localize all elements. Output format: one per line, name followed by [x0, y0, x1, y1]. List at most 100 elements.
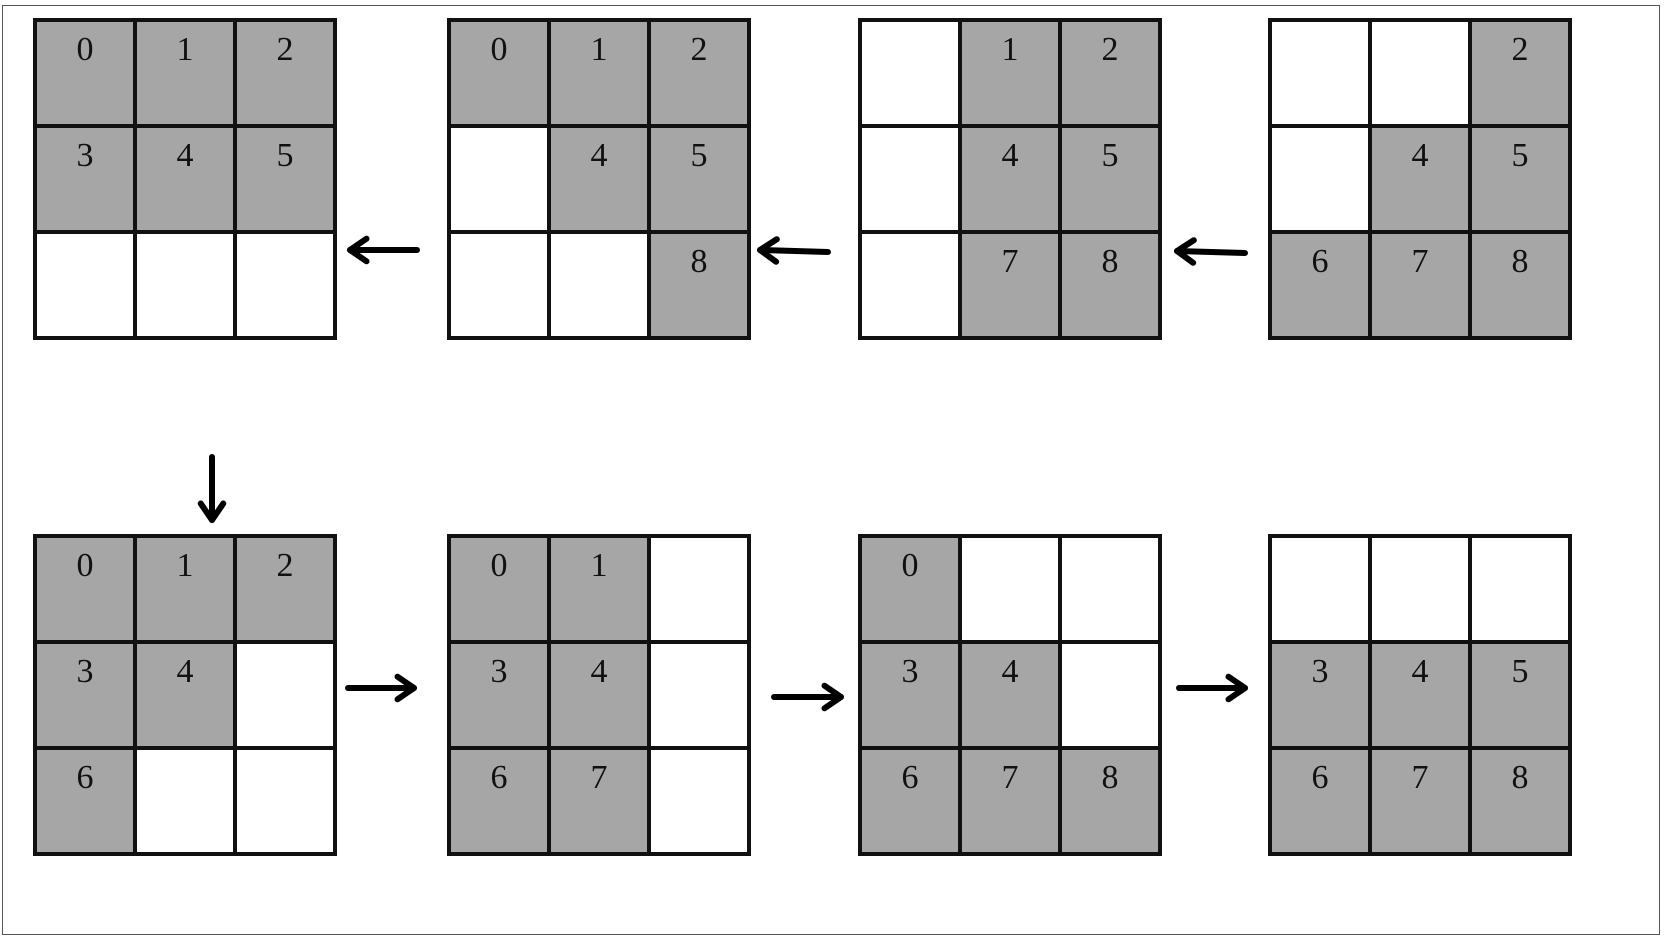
empty-cell [447, 124, 551, 234]
empty-cell [1368, 534, 1472, 644]
cell-number: 5 [277, 137, 294, 174]
filled-cell [1468, 230, 1572, 340]
empty-cell [958, 534, 1062, 644]
filled-cell [1468, 640, 1572, 750]
cell-number: 3 [902, 653, 919, 690]
filled-cell [858, 746, 962, 856]
empty-cell [133, 746, 237, 856]
filled-cell [1058, 18, 1162, 128]
cell-number: 3 [77, 137, 94, 174]
cell-number: 5 [1512, 653, 1529, 690]
empty-cell [1058, 640, 1162, 750]
cell-number: 2 [277, 31, 294, 68]
grid-4: 0 1 2 3 4 6 [33, 534, 337, 856]
filled-cell [447, 746, 551, 856]
filled-cell [233, 18, 337, 128]
filled-cell [1058, 124, 1162, 234]
filled-cell [1368, 124, 1472, 234]
cell-number: 0 [77, 31, 94, 68]
cell-number: 6 [1312, 243, 1329, 280]
cell-number: 4 [591, 653, 608, 690]
arrow-left-icon [1174, 237, 1248, 266]
cell-number: 4 [1002, 137, 1019, 174]
arrow-down-icon [197, 454, 227, 523]
empty-cell [33, 230, 137, 340]
cell-number: 6 [902, 759, 919, 796]
cell-number: 0 [491, 547, 508, 584]
filled-cell [1058, 746, 1162, 856]
cell-number: 0 [491, 31, 508, 68]
cell-number: 4 [1412, 137, 1429, 174]
cell-number: 6 [77, 759, 94, 796]
cell-number: 1 [591, 547, 608, 584]
cell-number: 5 [1102, 137, 1119, 174]
cell-number: 0 [902, 547, 919, 584]
filled-cell [1058, 230, 1162, 340]
cell-number: 1 [591, 31, 608, 68]
filled-cell [1468, 746, 1572, 856]
cell-number: 4 [1002, 653, 1019, 690]
empty-cell [647, 746, 751, 856]
cell-number: 4 [177, 653, 194, 690]
arrow-right-icon [771, 682, 844, 712]
cell-number: 8 [1512, 243, 1529, 280]
empty-cell [233, 640, 337, 750]
filled-cell [1368, 230, 1472, 340]
cell-number: 2 [691, 31, 708, 68]
cell-number: 3 [1312, 653, 1329, 690]
filled-cell [647, 124, 751, 234]
cell-number: 4 [177, 137, 194, 174]
arrow-right-icon [1176, 673, 1248, 703]
empty-cell [1268, 124, 1372, 234]
cell-number: 5 [1512, 137, 1529, 174]
empty-cell [233, 746, 337, 856]
empty-cell [233, 230, 337, 340]
empty-cell [1058, 534, 1162, 644]
arrow-left-icon [347, 235, 420, 265]
grid-3: 2 4 5 6 7 8 [1268, 18, 1572, 340]
filled-cell [33, 746, 137, 856]
cell-number: 3 [77, 653, 94, 690]
cell-number: 7 [1002, 759, 1019, 796]
filled-cell [33, 124, 137, 234]
cell-number: 1 [1002, 31, 1019, 68]
cell-number: 2 [277, 547, 294, 584]
grid-6: 0 3 4 6 7 8 [858, 534, 1162, 856]
cell-number: 6 [1312, 759, 1329, 796]
cell-number: 7 [1412, 759, 1429, 796]
arrow-right-icon [345, 673, 417, 703]
cell-number: 3 [491, 653, 508, 690]
cell-number: 4 [591, 137, 608, 174]
filled-cell [233, 124, 337, 234]
empty-cell [1468, 534, 1572, 644]
grid-0: 0 1 2 3 4 5 [33, 18, 337, 340]
empty-cell [133, 230, 237, 340]
cell-number: 0 [77, 547, 94, 584]
empty-cell [858, 18, 962, 128]
cell-number: 7 [591, 759, 608, 796]
cell-number: 4 [1412, 653, 1429, 690]
cell-number: 1 [177, 547, 194, 584]
cell-number: 1 [177, 31, 194, 68]
filled-cell [233, 534, 337, 644]
filled-cell [447, 18, 551, 128]
empty-cell [1368, 18, 1472, 128]
empty-cell [1268, 534, 1372, 644]
cell-number: 2 [1102, 31, 1119, 68]
filled-cell [1368, 746, 1472, 856]
empty-cell [647, 640, 751, 750]
empty-cell [447, 230, 551, 340]
cell-number: 2 [1512, 31, 1529, 68]
cell-number: 6 [491, 759, 508, 796]
cell-number: 8 [1102, 759, 1119, 796]
cell-number: 7 [1412, 243, 1429, 280]
arrow-left-icon [757, 236, 831, 265]
filled-cell [958, 640, 1062, 750]
cell-number: 8 [691, 243, 708, 280]
filled-cell [1268, 230, 1372, 340]
grid-5: 0 1 3 4 6 7 [447, 534, 751, 856]
filled-cell [1368, 640, 1472, 750]
